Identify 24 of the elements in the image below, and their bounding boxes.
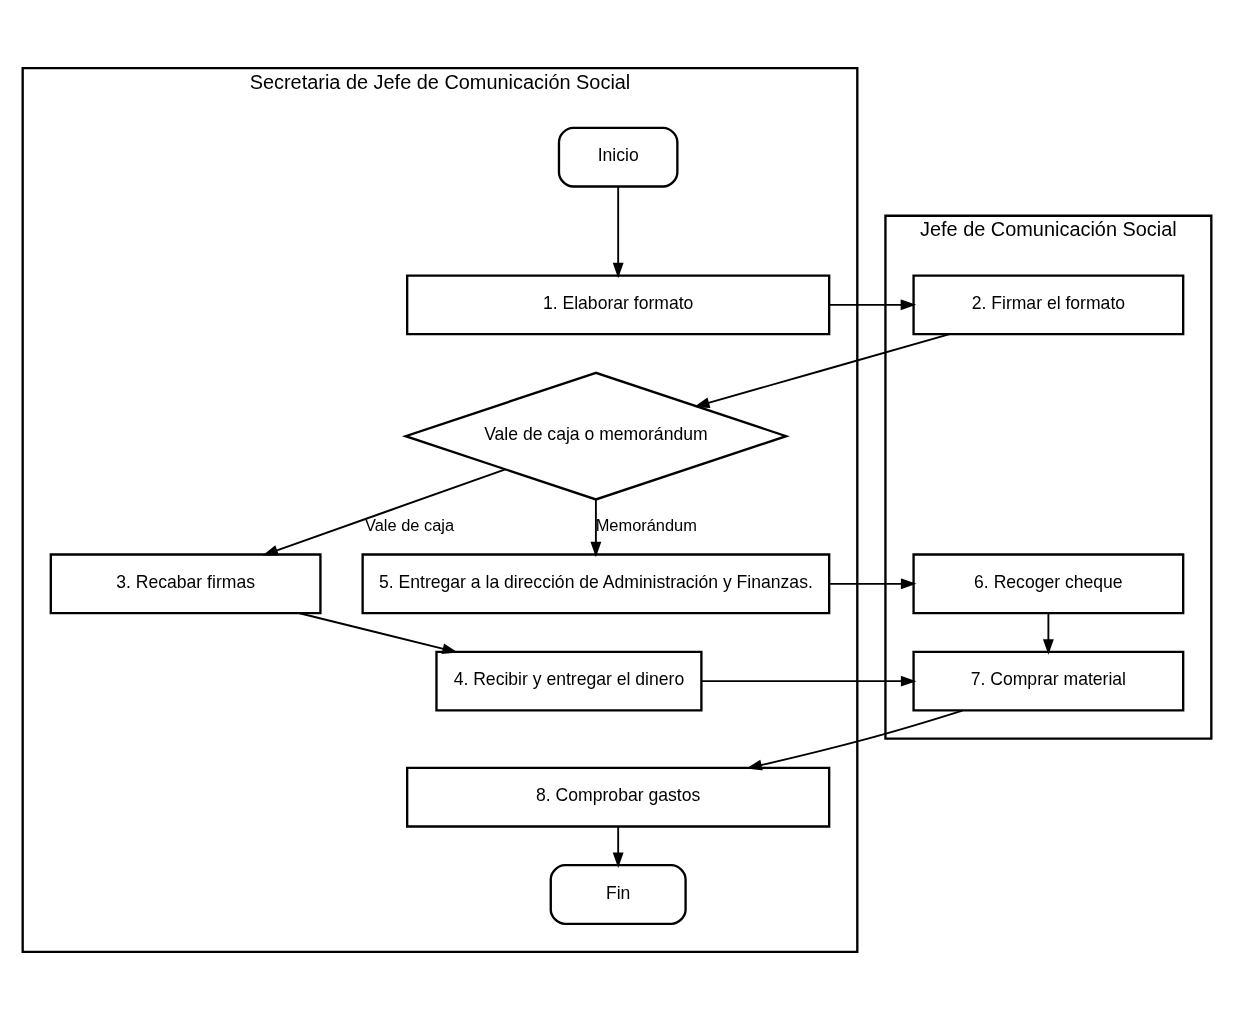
node-box: Fin	[549, 864, 687, 925]
arrow	[694, 333, 951, 408]
node-diamond: Vale de caja o memorándum	[401, 371, 790, 501]
node-box: 3. Recabar firmas	[49, 553, 322, 615]
arrow	[828, 299, 917, 311]
arrow	[746, 709, 964, 771]
node-box: 8. Comprobar gastos	[406, 766, 831, 828]
arrow	[590, 498, 602, 558]
node-box: 1. Elaborar formato	[406, 274, 831, 336]
node-box: 7. Comprar material	[912, 650, 1185, 712]
edge-label: Vale de caja	[364, 516, 455, 535]
arrow	[828, 578, 917, 590]
node-box: 2. Firmar el formato	[912, 274, 1185, 336]
arrow	[1042, 612, 1054, 655]
node-box: 4. Recibir y entregar el dinero	[435, 650, 703, 712]
node-box: 5. Entregar a la dirección de Administración y Finanzas.	[361, 553, 831, 615]
arrow	[298, 612, 458, 654]
node-box: Inicio	[557, 126, 679, 188]
edge-label: Memorándum	[595, 516, 697, 535]
arrow	[612, 185, 624, 279]
arrow	[700, 675, 917, 687]
node-box: 6. Recoger cheque	[912, 553, 1185, 615]
arrow	[612, 825, 624, 869]
arrow	[262, 468, 507, 556]
